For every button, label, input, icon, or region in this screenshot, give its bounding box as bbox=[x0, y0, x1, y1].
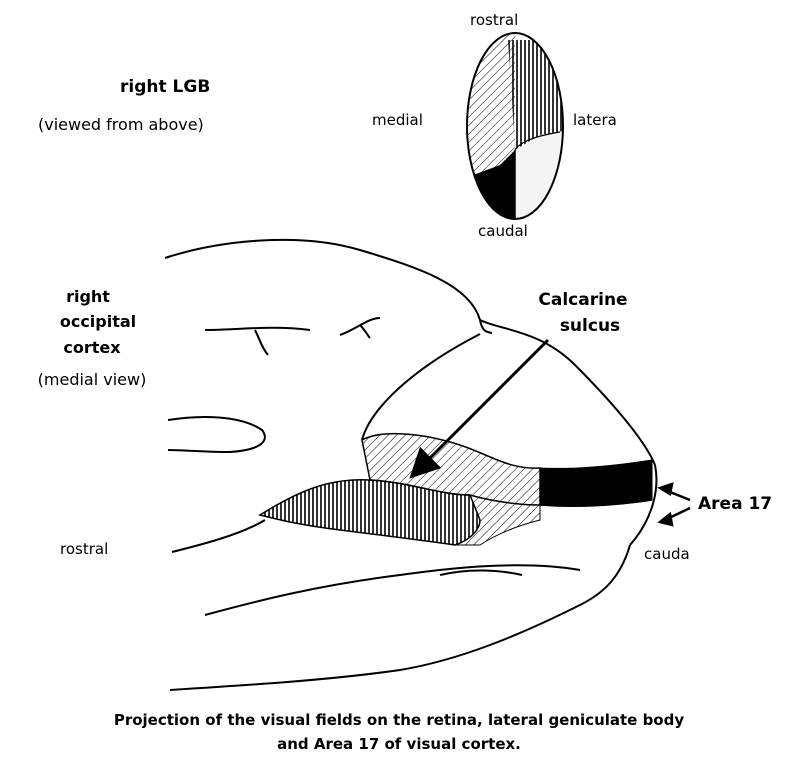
cortex-lower-outline bbox=[172, 520, 265, 552]
lgb-lateral-label: latera bbox=[573, 111, 617, 129]
cortex-upper-outline bbox=[165, 240, 492, 333]
lgb-diagram: right LGB (viewed from above) rostral me… bbox=[38, 11, 617, 240]
area17-band bbox=[260, 434, 652, 545]
cortex-label-cortex: cortex bbox=[63, 338, 121, 357]
area17-arrows bbox=[660, 484, 690, 525]
caption-line2: and Area 17 of visual cortex. bbox=[277, 735, 521, 753]
band-black-segment bbox=[540, 460, 652, 506]
lgb-rostral-label: rostral bbox=[470, 11, 518, 29]
cortex-label-right: right bbox=[66, 287, 110, 306]
calcarine-label-line2: sulcus bbox=[560, 316, 620, 336]
lgb-subtitle: (viewed from above) bbox=[38, 115, 204, 134]
caption-line1: Projection of the visual fields on the r… bbox=[114, 711, 685, 729]
cortex-rostral-label: rostral bbox=[60, 540, 108, 558]
lgb-caudal-label: caudal bbox=[478, 222, 528, 240]
lgb-title: right LGB bbox=[120, 77, 210, 97]
lgb-medial-label: medial bbox=[372, 111, 423, 129]
calcarine-label-line1: Calcarine bbox=[538, 290, 627, 310]
cortex-label-medial-view: (medial view) bbox=[38, 370, 147, 389]
area17-label: Area 17 bbox=[698, 494, 772, 514]
calcarine-pointer-line bbox=[420, 340, 548, 468]
cortex-caudal-label: cauda bbox=[644, 545, 690, 563]
cortex-label-occipital: occipital bbox=[60, 312, 136, 331]
